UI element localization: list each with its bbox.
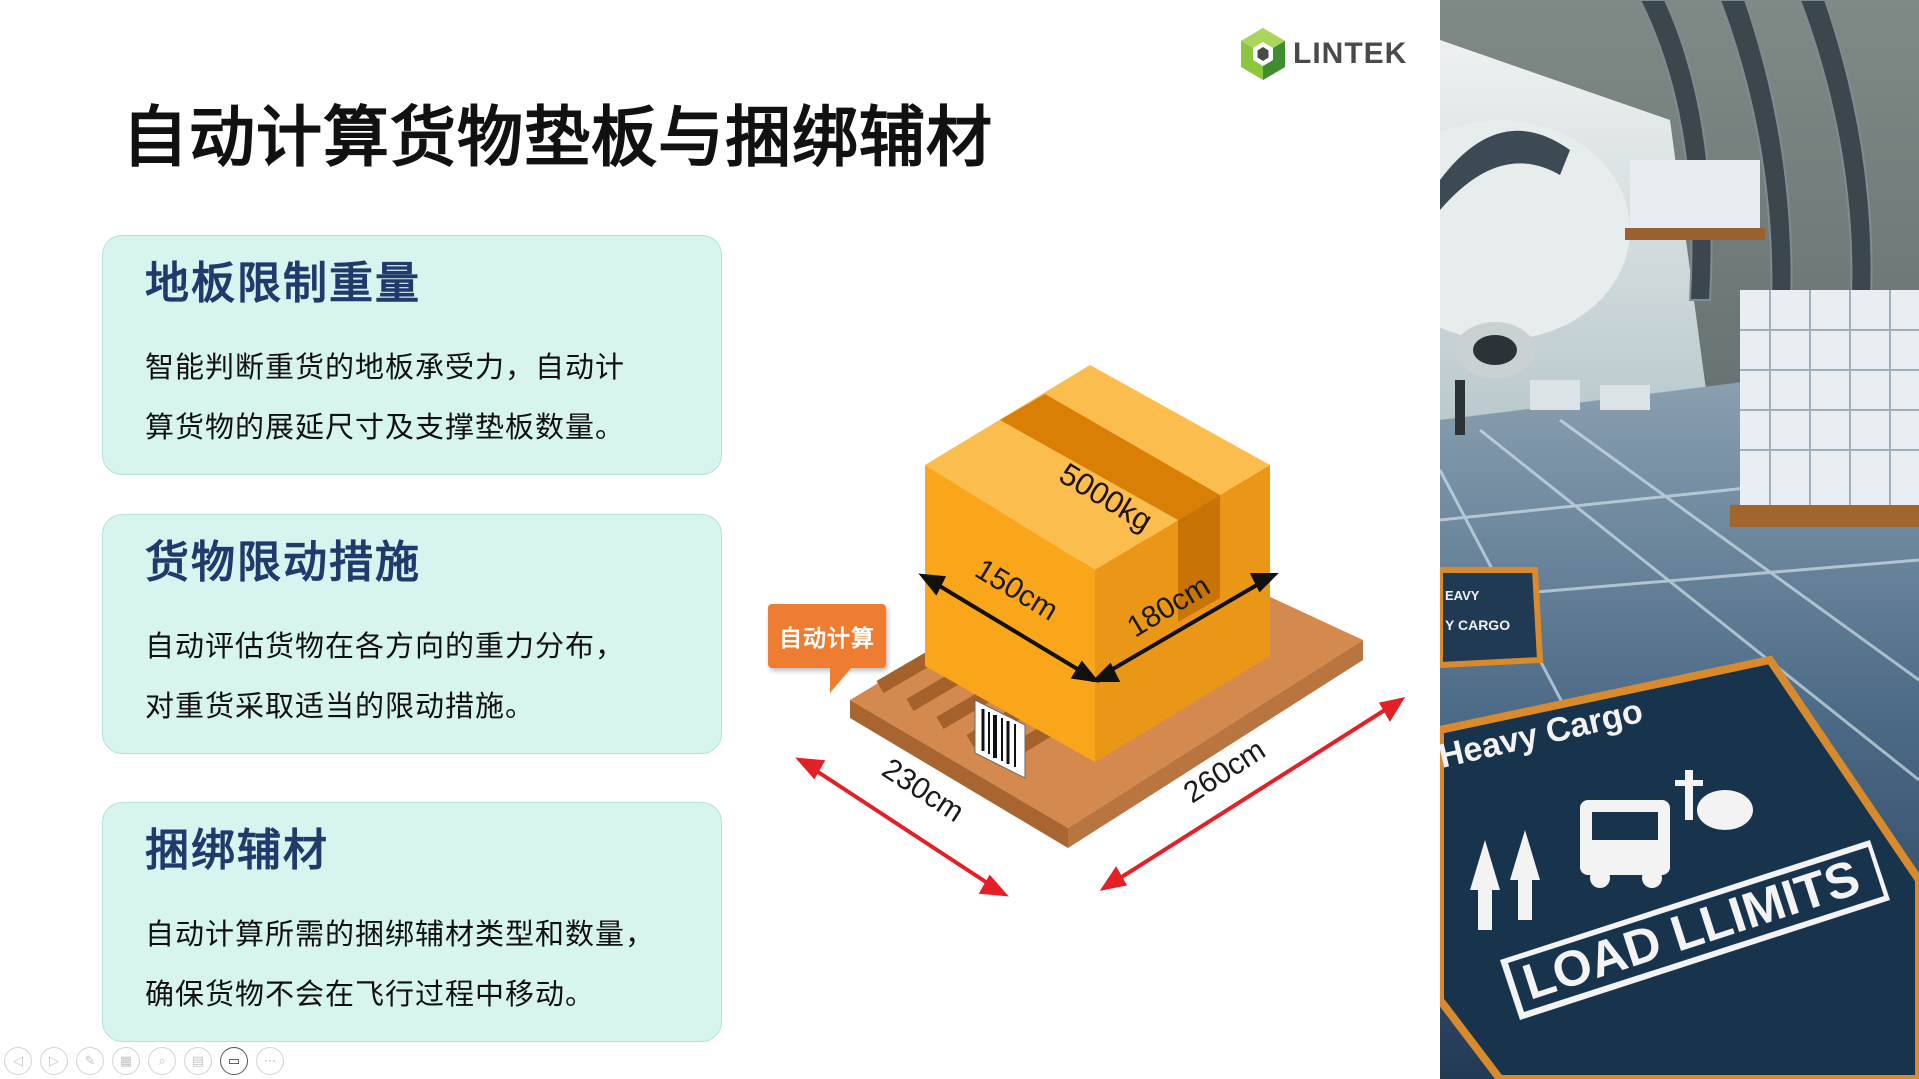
subtitles-icon: ▤: [191, 1053, 205, 1069]
camera-button[interactable]: ▭: [220, 1047, 248, 1075]
view-all-slides-button[interactable]: ▦: [112, 1047, 140, 1075]
lintek-hexagon-icon: [1241, 28, 1285, 80]
card-title: 捆绑辅材: [145, 825, 329, 876]
box-on-pallet-graphic: 5000kg 150cm 180cm 230cm 260cm: [795, 365, 1406, 897]
card-description: 智能判断重货的地板承受力，自动计 算货物的展延尺寸及支撑垫板数量。: [145, 337, 691, 457]
card-title: 地板限制重量: [145, 258, 421, 309]
card-line: 自动计算所需的捆绑辅材类型和数量，: [145, 916, 656, 951]
brand-logo: LINTEK: [1239, 26, 1407, 82]
grid-icon: ▦: [119, 1053, 133, 1069]
magnifier-icon: ⌕: [158, 1053, 166, 1069]
floor-weight-limit-card: 地板限制重量 智能判断重货的地板承受力，自动计 算货物的展延尺寸及支撑垫板数量。: [102, 235, 722, 475]
cargo-restraint-card: 货物限动措施 自动评估货物在各方向的重力分布， 对重货采取适当的限动措施。: [102, 514, 722, 754]
previous-slide-button[interactable]: ◁: [4, 1047, 32, 1075]
box-tape-side: [1178, 495, 1220, 622]
pen-icon: ✎: [84, 1053, 96, 1069]
card-description: 自动计算所需的捆绑辅材类型和数量， 确保货物不会在飞行过程中移动。: [145, 904, 691, 1024]
card-line: 对重货采取适当的限动措施。: [145, 688, 536, 723]
card-line: 智能判断重货的地板承受力，自动计: [145, 349, 626, 384]
sign-weight-icon: [1675, 770, 1753, 830]
slide-title: 自动计算货物垫板与捆绑辅材: [122, 99, 993, 176]
next-icon: ▷: [49, 1053, 59, 1069]
pallet-side-edge: [1068, 640, 1363, 848]
airplane-icon: [1440, 120, 1630, 435]
camera-icon: ▭: [227, 1053, 241, 1069]
box-dimension-arrows: [918, 573, 1279, 683]
sign-small-text-2: EAVY: [1445, 588, 1480, 603]
sign-small-text: Y CARGO: [1445, 617, 1510, 633]
brand-name: LINTEK: [1293, 37, 1408, 70]
more-options-button[interactable]: ⋯: [256, 1047, 284, 1075]
next-slide-button[interactable]: ▷: [40, 1047, 68, 1075]
barcode-icon: [974, 699, 1026, 779]
card-title: 货物限动措施: [145, 537, 421, 588]
cargo-pallets-stack: [1530, 160, 1919, 527]
card-description: 自动评估货物在各方向的重力分布， 对重货采取适当的限动措施。: [145, 616, 691, 736]
card-line: 确保货物不会在飞行过程中移动。: [145, 976, 596, 1011]
load-limits-floor-sign: Heavy Cargo LOAD LLIMITS: [1440, 655, 1919, 1079]
sign-vehicle-icon: [1580, 800, 1670, 888]
pallet-front-edge: [850, 700, 1068, 848]
box-front-face: [925, 465, 1095, 762]
auto-calculate-callout: 自动计算: [768, 604, 886, 668]
small-floor-sign: Y CARGO EAVY: [1440, 567, 1544, 669]
pen-tool-button[interactable]: ✎: [76, 1047, 104, 1075]
sign-arrows-icon: [1470, 830, 1540, 930]
previous-icon: ◁: [13, 1053, 23, 1069]
pallet-dimension-arrows: [795, 697, 1406, 897]
cargo-hold-photo: Y CARGO EAVY Heavy Cargo LOA: [1440, 0, 1919, 1079]
cargo-pallet-illustration: 5000kg 150cm 180cm 230cm 260cm: [740, 330, 1420, 920]
card-line: 自动评估货物在各方向的重力分布，: [145, 628, 626, 663]
zoom-button[interactable]: ⌕: [148, 1047, 176, 1075]
presenter-toolbar: ◁ ▷ ✎ ▦ ⌕ ▤ ▭ ⋯: [4, 1047, 284, 1075]
callout-pointer: [830, 667, 852, 693]
lashing-materials-card: 捆绑辅材 自动计算所需的捆绑辅材类型和数量， 确保货物不会在飞行过程中移动。: [102, 802, 722, 1042]
subtitles-button[interactable]: ▤: [184, 1047, 212, 1075]
card-line: 算货物的展延尺寸及支撑垫板数量。: [145, 409, 626, 444]
box-tape-top: [1000, 394, 1220, 520]
more-icon: ⋯: [263, 1053, 277, 1069]
cargo-hold-image: Y CARGO EAVY Heavy Cargo LOA: [1440, 0, 1919, 1079]
